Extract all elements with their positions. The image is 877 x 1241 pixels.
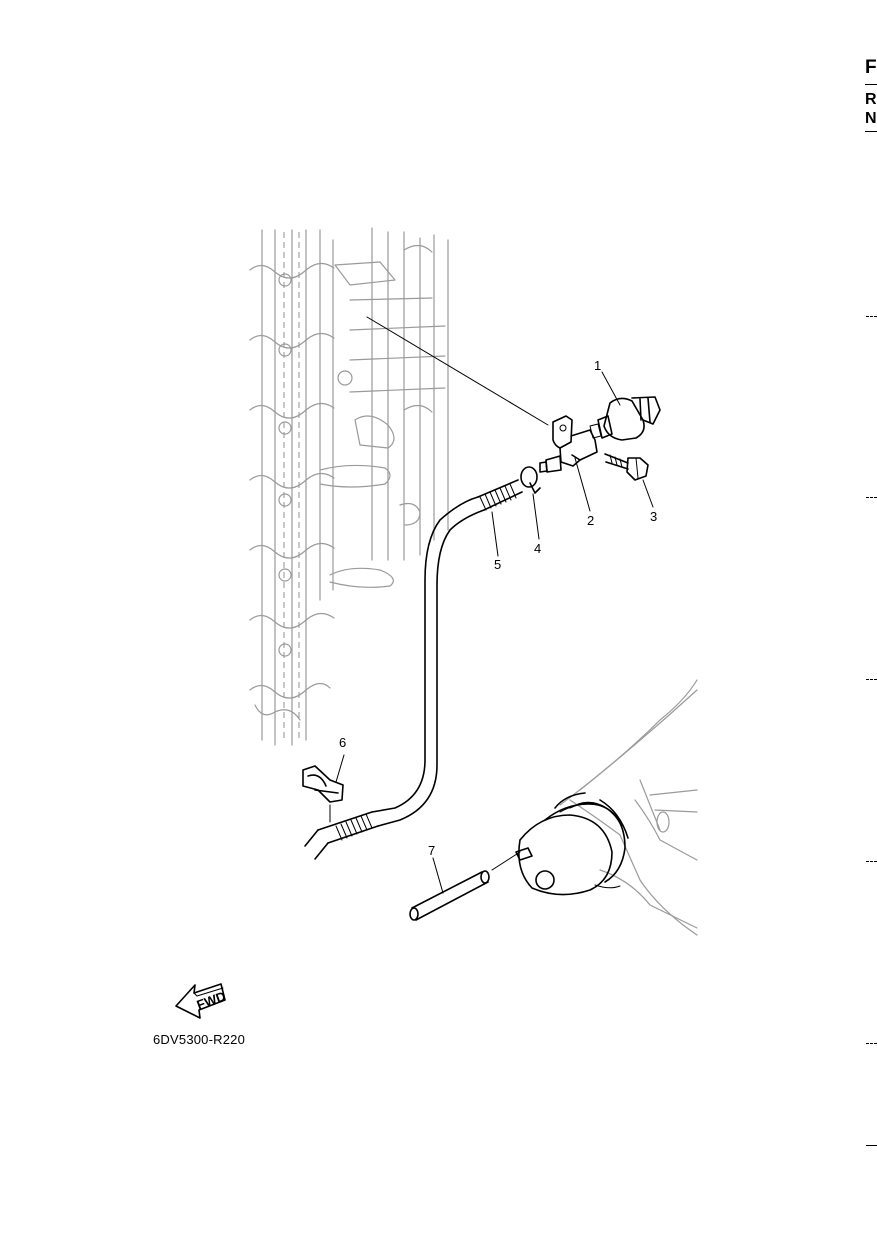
callout-7: 7 [428, 843, 435, 858]
engine-block-drawing [249, 227, 449, 746]
margin-tick [866, 497, 877, 498]
leader-line [532, 493, 540, 540]
margin-tick [866, 316, 877, 317]
tab-letter-n: N [865, 110, 877, 127]
margin-tick [866, 1145, 877, 1146]
pressure-sensor-part [589, 396, 661, 441]
callout-4: 4 [534, 541, 541, 556]
leader-line [601, 371, 621, 406]
lower-housing-drawing [515, 679, 698, 936]
figure-code: 6DV5300-R220 [153, 1032, 246, 1047]
callout-3: 3 [650, 509, 657, 524]
bolt-part [604, 453, 649, 481]
bracket-adapter-part [539, 415, 598, 473]
tab-rule [865, 131, 877, 132]
tab-rule [865, 84, 877, 85]
margin-tick [866, 1043, 877, 1044]
leader-line [432, 857, 444, 894]
leader-line [574, 457, 591, 512]
callout-2: 2 [587, 513, 594, 528]
leader-line [491, 511, 499, 557]
fwd-arrow-icon: FWD [175, 983, 228, 1019]
tab-letter-f: F [865, 57, 877, 78]
leader-line [335, 754, 345, 783]
fwd-label: FWD [195, 988, 228, 1012]
callout-1: 1 [594, 358, 601, 373]
hose-part [304, 479, 523, 860]
pin-part [409, 851, 521, 921]
margin-tick [866, 861, 877, 862]
clip-part [302, 765, 344, 823]
callout-6: 6 [339, 735, 346, 750]
leader-line [642, 479, 654, 508]
tab-letter-r: R [865, 91, 877, 108]
margin-tick [866, 679, 877, 680]
hose-clamp-part [520, 466, 541, 494]
callout-5: 5 [494, 557, 501, 572]
leader-line [366, 316, 549, 426]
